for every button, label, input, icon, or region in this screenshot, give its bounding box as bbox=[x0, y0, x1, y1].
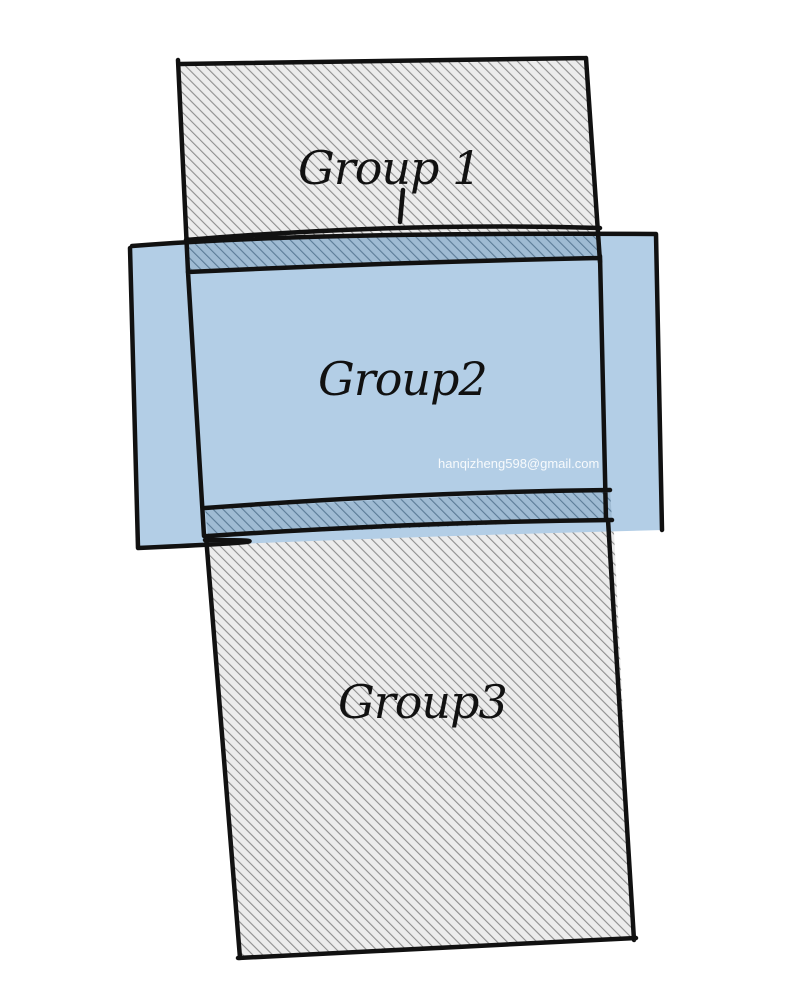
group2-label: Group2 bbox=[318, 352, 487, 406]
watermark: hanqizheng598@gmail.com bbox=[438, 456, 599, 471]
group1-connector bbox=[397, 187, 406, 225]
overlap-strip-bottom bbox=[205, 490, 612, 536]
group1-label: Group 1 bbox=[298, 141, 480, 195]
group3-outline bbox=[203, 517, 639, 961]
group1-box bbox=[178, 58, 598, 272]
group2-band bbox=[130, 233, 664, 548]
group3-label: Group3 bbox=[338, 675, 507, 729]
group3-box bbox=[205, 492, 634, 958]
overlap-strip-top bbox=[186, 232, 600, 272]
group2-outline bbox=[127, 224, 665, 551]
